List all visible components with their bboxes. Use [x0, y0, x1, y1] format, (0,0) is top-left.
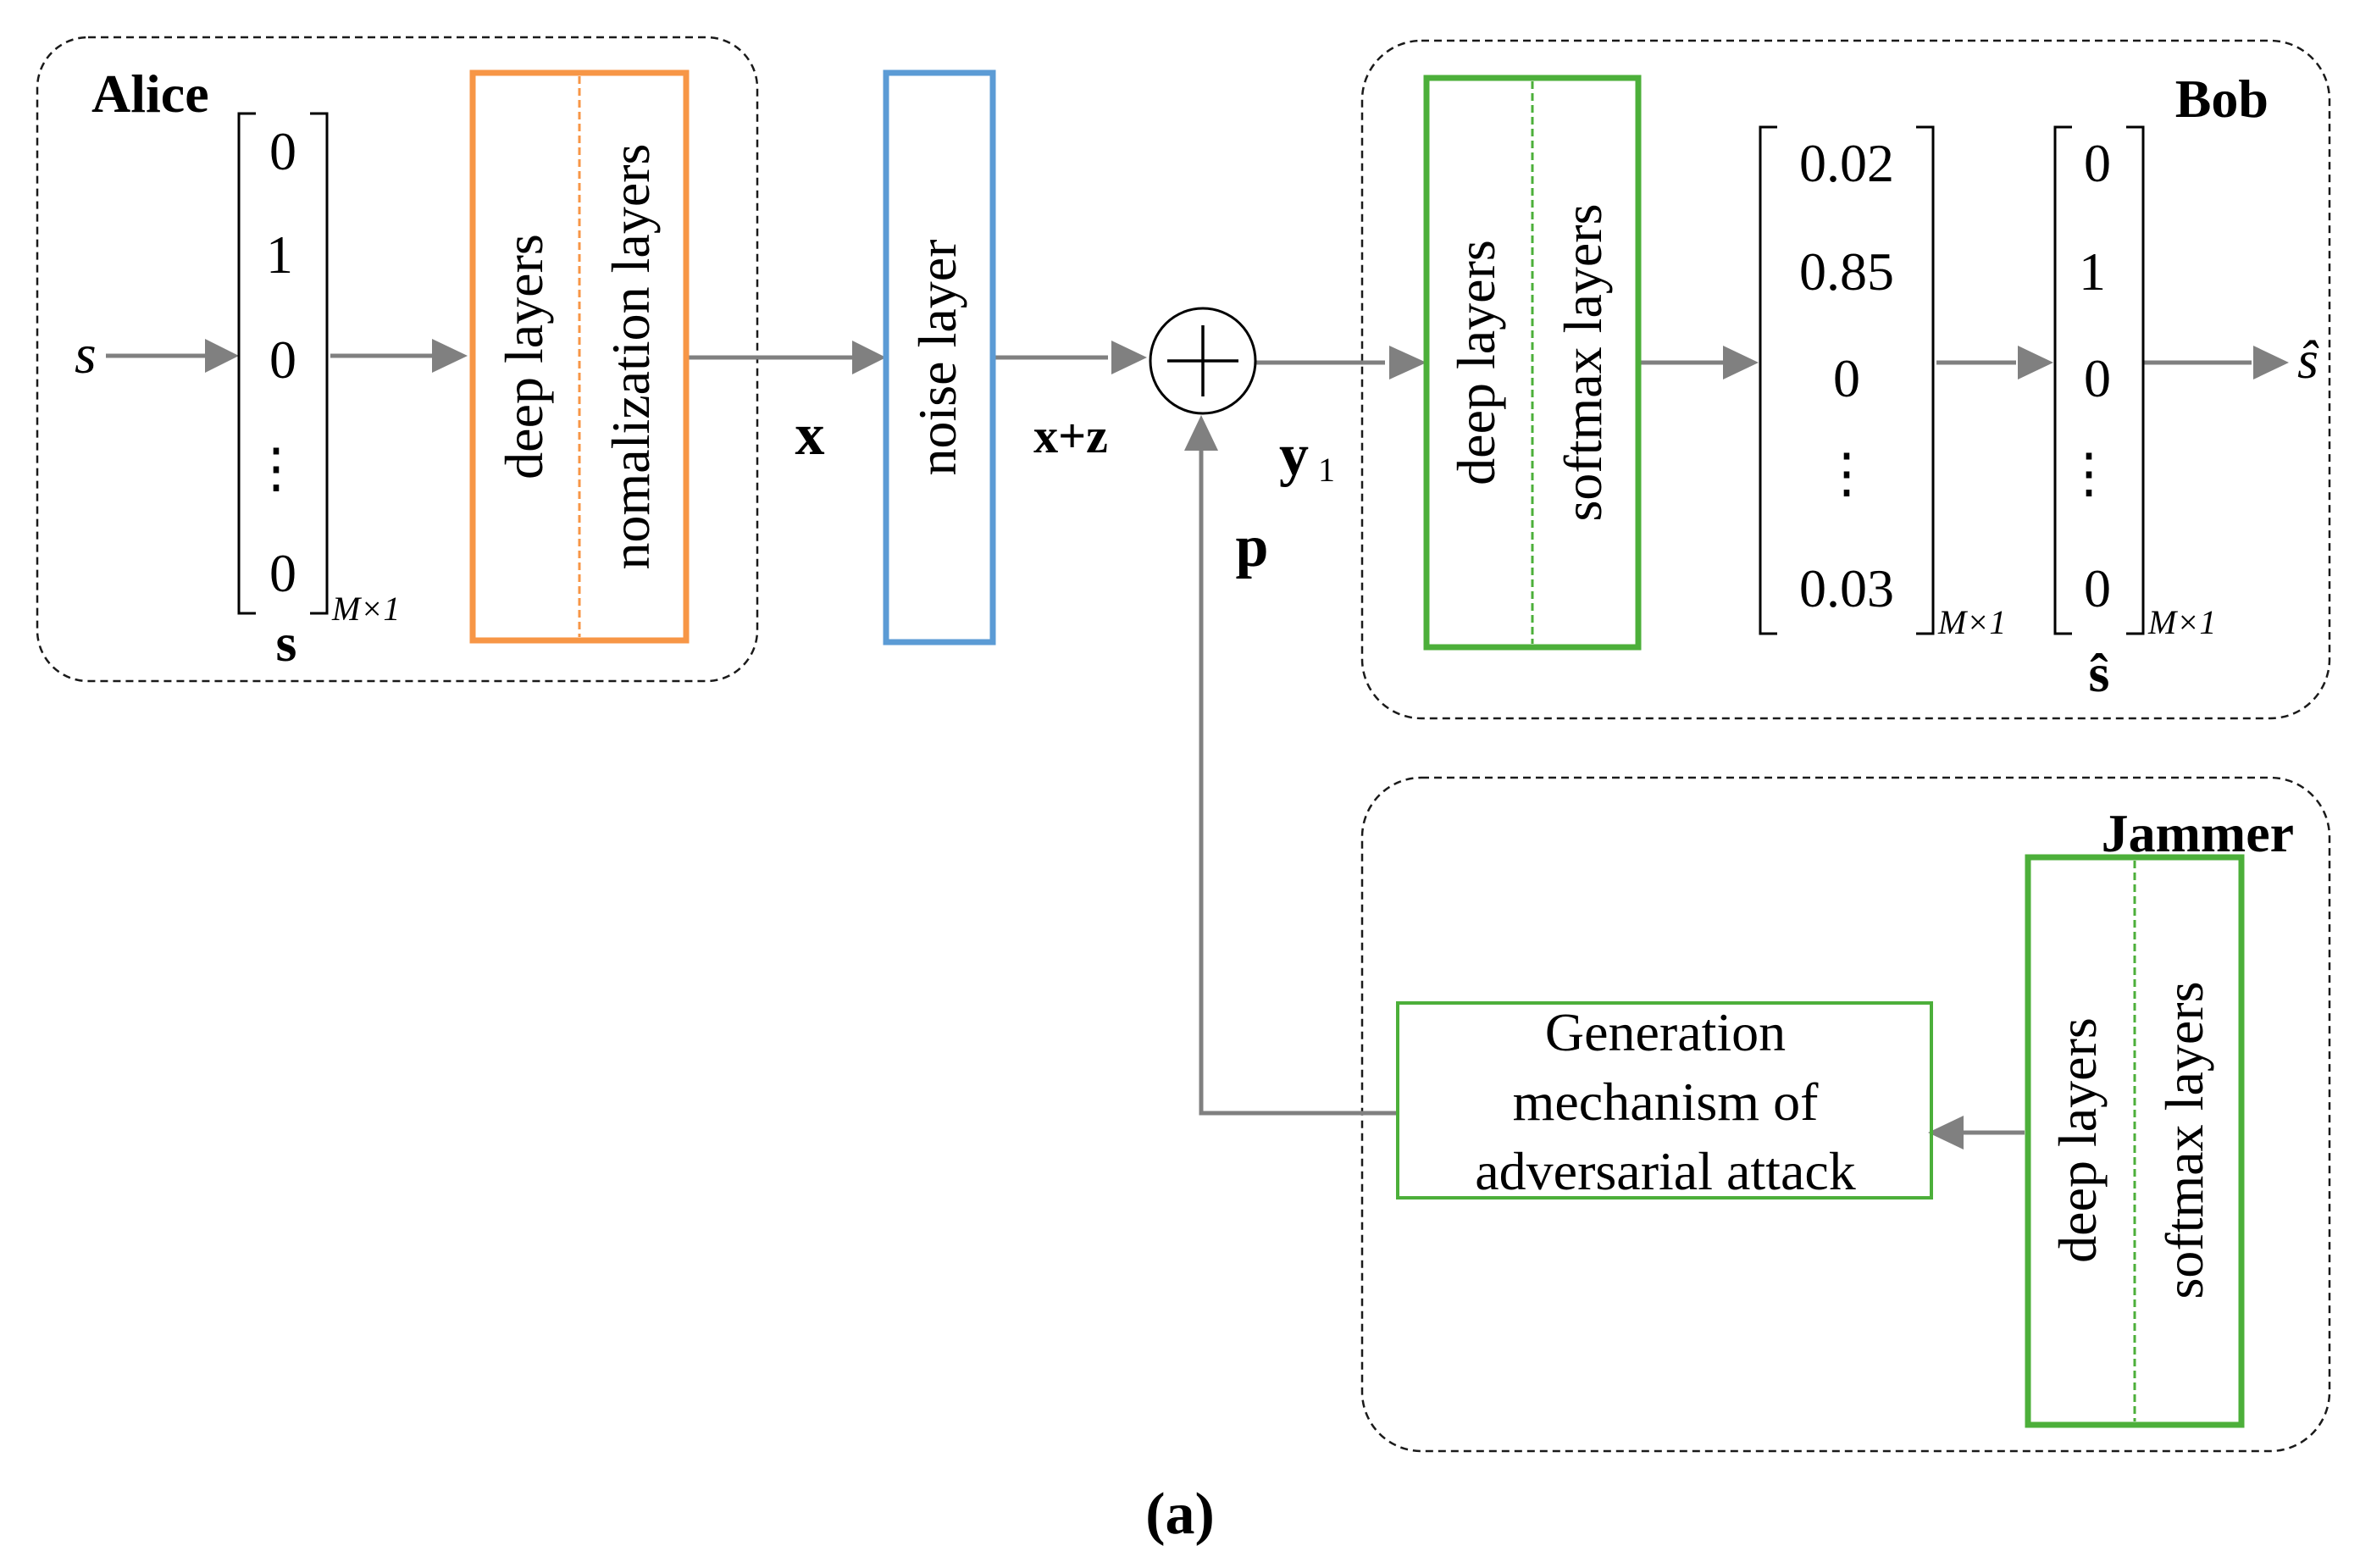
generator-line: adversarial attack [1475, 1141, 1856, 1201]
arrowhead-1 [205, 339, 239, 373]
alice-output-label: x [795, 402, 825, 468]
alice-encoder-right-label: nomalization layers [601, 144, 661, 570]
jammer-title: Jammer [2102, 803, 2294, 863]
bob-group [1360, 39, 2331, 720]
bob-prob-entry: 0.85 [1799, 241, 1894, 302]
generator-line: Generation [1545, 1002, 1786, 1062]
alice-vector-label: s [276, 612, 297, 673]
arrow-generator-to-adder [1199, 451, 1398, 1116]
arrowhead-8 [2253, 346, 2289, 380]
alice-input-label: s [75, 324, 97, 385]
generator-line: mechanism of [1513, 1072, 1819, 1132]
alice-title: Alice [91, 64, 209, 124]
adder-output-label: y [1279, 423, 1309, 488]
adder-node [1149, 307, 1257, 415]
jammer-generator-box: Generation mechanism of adversarial atta… [1396, 1001, 1933, 1201]
jammer-network-block: deep layers softmax layers [2025, 854, 2245, 1428]
jammer-network-right-label: softmax layers [2154, 982, 2214, 1299]
bob-decoder-right-label: softmax layers [1553, 204, 1613, 522]
perturbation-label: p [1236, 514, 1269, 579]
noise-layer-label: noise layer [907, 240, 967, 476]
bob-out-size: M×1 [2147, 603, 2216, 641]
arrowhead-3 [852, 341, 886, 374]
alice-vector-entry: 0 [269, 543, 296, 603]
jammer-network-left-label: deep layers [2047, 1017, 2108, 1263]
alice-vector-entry: ⋮ [249, 438, 303, 498]
arrowhead-9 [1184, 415, 1218, 451]
bob-out-vector: 0 1 0 ⋮ 0 M×1 ŝ [2053, 125, 2216, 703]
noisy-signal-label: x+z [1033, 408, 1108, 463]
bob-output-label: ŝ [2297, 330, 2319, 390]
alice-vector-size: M×1 [331, 590, 400, 628]
bob-title: Bob [2175, 69, 2269, 129]
adder-output-subscript: 1 [1318, 451, 1335, 489]
alice-vector-entry: 1 [266, 224, 293, 285]
bob-prob-entry: ⋮ [1820, 443, 1874, 503]
bob-prob-vector: 0.02 0.85 0 ⋮ 0.03 M×1 [1759, 125, 2006, 641]
bob-prob-entry: 0.03 [1799, 558, 1894, 618]
figure-caption: (a) [1145, 1482, 1215, 1547]
bob-out-entry: 0 [2084, 133, 2111, 193]
bob-decoder-block: deep layers softmax layers [1423, 75, 1642, 651]
alice-encoder-block: deep layers nomalization layers [469, 69, 690, 644]
arrowhead-7 [2018, 346, 2053, 380]
arrowhead-6 [1723, 346, 1759, 380]
alice-vector: 0 1 0 ⋮ 0 M×1 s [237, 112, 400, 673]
arrowhead-5 [1389, 346, 1427, 380]
alice-encoder-left-label: deep layers [494, 234, 554, 479]
alice-vector-entry: 0 [269, 121, 296, 181]
alice-vector-entry: 0 [269, 330, 296, 390]
bob-out-label: ŝ [2089, 643, 2110, 703]
bob-out-entry: 0 [2084, 558, 2111, 618]
bob-out-entry: ⋮ [2062, 443, 2116, 503]
bob-decoder-left-label: deep layers [1446, 240, 1506, 485]
arrowhead-2 [432, 339, 468, 373]
bob-prob-entry: 0 [1833, 348, 1860, 408]
connectors [106, 353, 2252, 1135]
bob-prob-size: M×1 [1937, 603, 2006, 641]
bob-out-entry: 1 [2079, 241, 2106, 302]
arrowhead-10 [1928, 1116, 1964, 1150]
arrowhead-4 [1111, 341, 1147, 374]
bob-prob-entry: 0.02 [1799, 133, 1894, 193]
noise-layer-block: noise layer [883, 69, 996, 645]
arrowheads [205, 339, 2289, 1150]
bob-out-entry: 0 [2084, 348, 2111, 408]
